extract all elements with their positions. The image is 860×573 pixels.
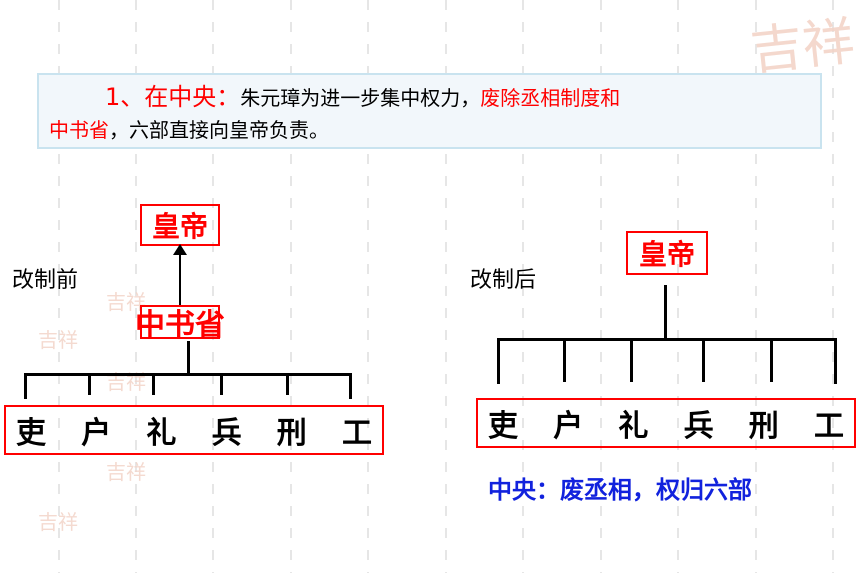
after-drop-line xyxy=(497,338,500,384)
after-summary: 中央：废丞相，权归六部 xyxy=(488,476,752,504)
before-drop-line xyxy=(220,373,223,395)
after-drop-line xyxy=(770,338,773,382)
before-label: 改制前 xyxy=(12,268,79,293)
after-drop-line xyxy=(563,338,566,382)
department-bing: 兵 xyxy=(683,409,714,444)
before-branch-line xyxy=(24,373,352,376)
intro-heading: 在中央： xyxy=(144,83,241,111)
before-drop-line xyxy=(24,373,27,399)
intro-text-box: 1、在中央：朱元璋为进一步集中权力，废除丞相制度和中书省，六部直接向皇帝负责。 xyxy=(37,73,822,149)
before-secretariat-box: 中书省 xyxy=(135,305,225,343)
watermark-seal: 吉祥 xyxy=(38,510,78,534)
after-departments-row: 吏 户 礼 兵 刑 工 xyxy=(476,398,856,448)
department-hu: 户 xyxy=(553,409,584,444)
before-emperor-box: 皇帝 xyxy=(140,204,220,246)
after-drop-line xyxy=(702,338,705,382)
after-drop-line xyxy=(630,338,633,382)
after-branch-line xyxy=(497,338,837,341)
before-departments-row: 吏 户 礼 兵 刑 工 xyxy=(4,405,384,455)
after-trunk-line xyxy=(664,285,667,340)
before-drop-line xyxy=(349,373,352,399)
before-arrow-line xyxy=(179,250,181,306)
department-gong: 工 xyxy=(341,416,372,451)
department-li: 吏 xyxy=(488,409,518,444)
after-drop-line xyxy=(834,338,837,384)
before-drop-line xyxy=(88,373,91,395)
department-xing: 刑 xyxy=(276,416,307,451)
intro-text-2: ，六部直接向皇帝负责。 xyxy=(109,118,329,142)
before-drop-line xyxy=(152,373,155,395)
intro-highlight-2: 中书省 xyxy=(49,118,109,142)
intro-highlight-1: 废除丞相制度和 xyxy=(480,86,621,110)
arrow-head-icon xyxy=(173,244,187,255)
intro-text-1: 朱元璋为进一步集中权力， xyxy=(240,86,481,110)
department-hu: 户 xyxy=(81,416,112,451)
before-drop-line xyxy=(286,373,289,395)
watermark-seal-large: 吉祥 xyxy=(747,11,858,83)
before-trunk-line xyxy=(187,341,190,375)
intro-number: 1、 xyxy=(105,83,145,111)
after-emperor-box: 皇帝 xyxy=(626,231,708,275)
department-li-rites: 礼 xyxy=(146,416,177,451)
department-li: 吏 xyxy=(16,416,46,451)
watermark-seal: 吉祥 xyxy=(38,328,78,352)
after-label: 改制后 xyxy=(470,268,537,293)
department-bing: 兵 xyxy=(211,416,242,451)
watermark-seal: 吉祥 xyxy=(106,460,146,484)
department-xing: 刑 xyxy=(748,409,779,444)
department-gong: 工 xyxy=(813,409,844,444)
before-secretariat-label: 中书省 xyxy=(135,308,225,343)
department-li-rites: 礼 xyxy=(618,409,649,444)
